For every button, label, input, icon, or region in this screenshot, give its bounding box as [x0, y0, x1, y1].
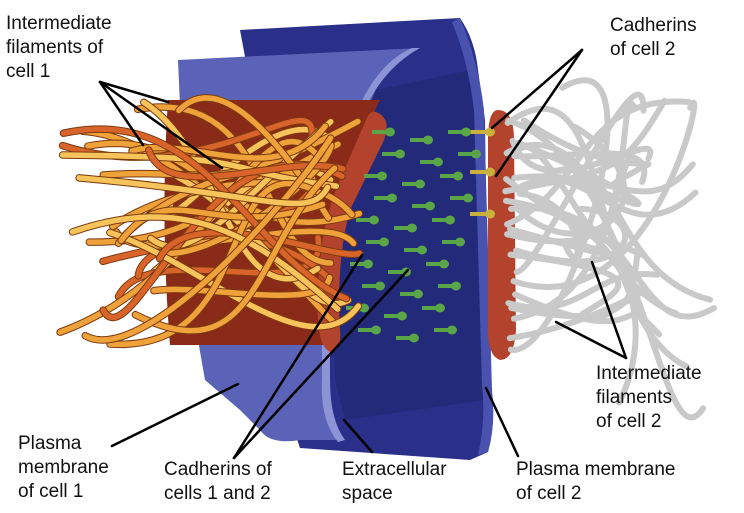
- leader-if1-a: [98, 80, 170, 104]
- cadherin-cell1-head: [461, 127, 471, 137]
- cell2-plaque: [488, 110, 516, 360]
- cadherin-cell1-head: [409, 333, 419, 343]
- label-line: space: [342, 483, 393, 504]
- intermediate-filaments-cell1-group: [56, 94, 364, 348]
- leader-if1-c: [98, 80, 224, 170]
- cadherin-cell2-head: [485, 209, 495, 219]
- cadherin-cell1-head: [387, 193, 397, 203]
- leader-if1-b: [98, 80, 145, 147]
- label-line: of cell 2: [516, 483, 582, 504]
- label-cadherins-cell2: Cadherins of cell 2: [610, 14, 697, 62]
- filament-cell1: [76, 175, 331, 207]
- label-extracellular-space: Extracellular space: [342, 458, 447, 506]
- leader-extracellular: [342, 418, 374, 454]
- filament-cell2: [507, 226, 617, 259]
- filament-cell2: [521, 117, 652, 187]
- cadherin-cell1-head: [423, 135, 433, 145]
- label-if-cell2: Intermediate filaments of cell 2: [596, 362, 702, 434]
- filament-cell1: [118, 201, 326, 244]
- leader-lines: [98, 48, 628, 460]
- filament-cell2: [512, 291, 663, 338]
- filament-cell1: [156, 230, 363, 262]
- filament-cell1: [107, 229, 362, 330]
- filament-cell1: [69, 214, 341, 312]
- cadherin-cell1-head: [395, 149, 405, 159]
- filament-cell2: [502, 97, 668, 195]
- cadherin-cell1-head: [413, 289, 423, 299]
- cadherin-cell1-head: [433, 157, 443, 167]
- label-pm-cell1: Plasma membrane of cell 1: [18, 432, 109, 504]
- label-line: membrane: [18, 457, 109, 478]
- cadherin-cell1-head: [415, 179, 425, 189]
- label-line: Cadherins of: [164, 459, 272, 480]
- cadherin-cell1-head: [451, 281, 461, 291]
- leader-if2-b: [554, 320, 628, 360]
- leader-cad-both-b: [232, 268, 410, 460]
- intermediate-filaments-cell2-group: [502, 77, 718, 421]
- cadherin-cell1-head: [445, 215, 455, 225]
- cadherin-cell1-head: [455, 237, 465, 247]
- label-line: cells 1 and 2: [164, 483, 271, 504]
- cadherins-cell2-group: [470, 127, 495, 219]
- cadherin-cell1-head: [397, 311, 407, 321]
- label-if-cell1: Intermediate filaments of cell 1: [6, 12, 112, 84]
- label-line: Plasma: [18, 433, 82, 454]
- cadherin-cell1-head: [463, 193, 473, 203]
- cadherin-cell1-head: [407, 223, 417, 233]
- cadherin-cell2-head: [485, 127, 495, 137]
- label-line: filaments of: [6, 37, 104, 58]
- label-line: Intermediate: [6, 13, 112, 34]
- filament-cell1: [129, 123, 328, 161]
- label-line: of cell 2: [596, 411, 662, 432]
- label-line: Plasma membrane: [516, 459, 676, 480]
- cadherin-cell1-head: [471, 149, 481, 159]
- cadherins-cell1-group: [346, 127, 481, 343]
- cadherin-cell1-head: [425, 201, 435, 211]
- filament-cell2: [516, 190, 581, 261]
- filament-cell2: [505, 270, 661, 311]
- filament-cell1: [146, 147, 346, 180]
- label-line: Cadherins: [610, 15, 697, 36]
- filament-cell2: [515, 176, 699, 218]
- cadherin-cell1-head: [439, 259, 449, 269]
- label-line: of cell 2: [610, 39, 676, 60]
- label-line: filaments: [596, 387, 673, 408]
- filament-cell1: [165, 142, 334, 257]
- filament-cell2: [507, 77, 611, 353]
- label-pm-cell2: Plasma membrane of cell 2: [516, 458, 675, 506]
- cadherin-cell2-head: [485, 167, 495, 177]
- cadherin-cell1-head: [363, 259, 373, 269]
- cadherin-cell1-head: [453, 171, 463, 181]
- cadherin-cell1-head: [375, 281, 385, 291]
- filament-cell1: [82, 135, 334, 343]
- cadherin-cell1-head: [377, 171, 387, 181]
- leader-cad-both-a: [232, 253, 364, 460]
- filament-cell1: [59, 152, 340, 189]
- label-cadherins-both: Cadherins of cells 1 and 2: [164, 458, 272, 506]
- label-line: of cell 1: [18, 481, 84, 502]
- filament-cell1: [176, 95, 332, 221]
- cadherin-cell1-head: [379, 237, 389, 247]
- cadherin-cell1-head: [371, 325, 381, 335]
- leader-cad2-a: [490, 48, 584, 130]
- cell2-membrane-edge: [452, 18, 494, 455]
- label-line: Extracellular: [342, 459, 447, 480]
- leader-if2-a: [590, 260, 628, 360]
- cadherin-cell1-head: [369, 215, 379, 225]
- leader-cad2-b: [494, 48, 584, 178]
- filament-cell1: [140, 99, 321, 282]
- cadherin-cell1-head: [447, 325, 457, 335]
- cadherin-cell1-head: [435, 303, 445, 313]
- cadherin-cell1-head: [417, 245, 427, 255]
- label-line: cell 1: [6, 61, 51, 82]
- cadherin-cell1-head: [385, 127, 395, 137]
- leader-pm1: [110, 382, 240, 448]
- filament-cell2: [509, 137, 654, 174]
- label-line: Intermediate: [596, 363, 702, 384]
- leader-pm2: [484, 386, 520, 458]
- filament-cell2: [508, 205, 718, 320]
- filament-cell1: [60, 126, 350, 302]
